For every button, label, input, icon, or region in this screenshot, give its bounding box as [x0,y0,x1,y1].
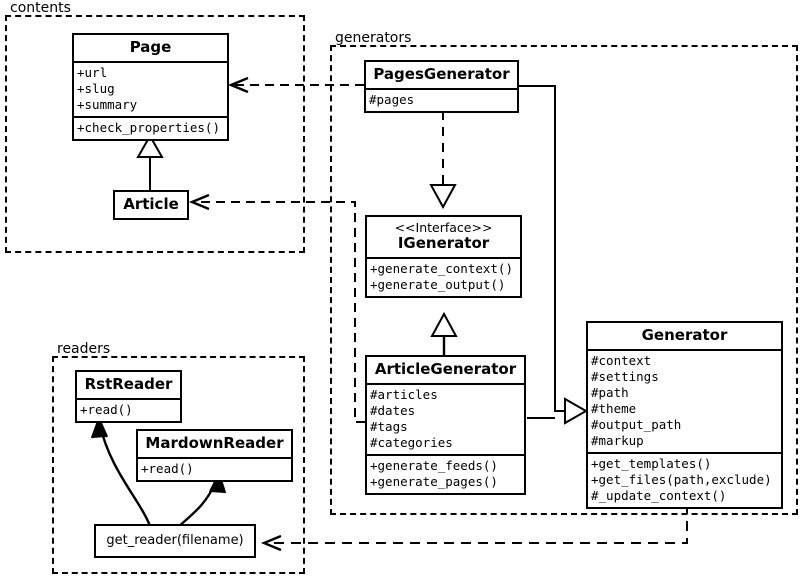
package-contents-label: contents [8,0,73,16]
attribute-row: #output_path [591,417,682,432]
class-igenerator-stereotype: <<Interface>> [394,220,493,235]
method-row: #_update_context() [591,488,727,503]
method-row: +read() [141,461,194,476]
method-row: +generate_feeds() [370,458,498,473]
class-page-methods: +check_properties() [74,116,227,139]
method-row: +generate_output() [370,277,506,292]
class-igenerator-title: IGenerator [397,234,490,252]
method-row: +get_files(path,exclude) [591,472,772,487]
class-mardownreader[interactable]: MardownReader +read() [136,429,293,482]
class-generator-title: Generator [641,326,728,344]
class-generator-methods: +get_templates() +get_files(path,exclude… [588,452,781,507]
method-row: +get_templates() [591,456,712,471]
class-generator-attributes: #context #settings #path #theme #output_… [588,349,781,452]
class-page[interactable]: Page +url +slug +summary +check_properti… [72,33,229,141]
attribute-row: #context [591,353,652,368]
class-articlegenerator-methods: +generate_feeds() +generate_pages() [367,454,524,493]
class-rstreader-title: RstReader [84,375,173,393]
class-mardownreader-methods: +read() [138,457,291,480]
function-get-reader-label: get_reader(filename) [106,533,244,548]
method-row: +read() [80,402,133,417]
attribute-row: #dates [370,403,416,418]
class-article-title: Article [123,195,179,213]
method-row: +check_properties() [77,120,220,135]
method-row: +generate_pages() [370,474,498,489]
class-page-attributes: +url +slug +summary [74,61,227,116]
class-articlegenerator[interactable]: ArticleGenerator #articles #dates #tags … [365,355,526,495]
method-row: +generate_context() [370,261,513,276]
attribute-row: #theme [591,401,637,416]
attribute-row: #tags [370,419,408,434]
class-pagesgenerator[interactable]: PagesGenerator #pages [364,60,519,113]
attribute-row: #articles [370,387,438,402]
attribute-row: #path [591,385,629,400]
attribute-row: #settings [591,369,659,384]
attribute-row: +slug [77,81,115,96]
package-readers-label: readers [55,341,113,357]
function-get-reader[interactable]: get_reader(filename) [94,524,256,558]
package-contents [5,15,305,253]
class-igenerator[interactable]: <<Interface>> IGenerator +generate_conte… [365,215,522,298]
class-article[interactable]: Article [113,190,189,220]
package-readers [52,356,305,574]
class-mardownreader-title: MardownReader [145,434,284,452]
class-page-title: Page [129,38,172,56]
class-rstreader[interactable]: RstReader +read() [75,370,182,423]
attribute-row: #pages [369,92,415,107]
class-pagesgenerator-attributes: #pages [366,88,517,111]
attribute-row: +summary [77,97,138,112]
attribute-row: +url [77,65,108,80]
class-articlegenerator-title: ArticleGenerator [374,360,517,378]
attribute-row: #markup [591,433,644,448]
attribute-row: #categories [370,435,453,450]
class-articlegenerator-attributes: #articles #dates #tags #categories [367,383,524,454]
class-generator[interactable]: Generator #context #settings #path #them… [586,321,783,509]
class-igenerator-methods: +generate_context() +generate_output() [367,257,520,296]
package-generators-label: generators [333,30,414,46]
class-pagesgenerator-title: PagesGenerator [373,65,510,83]
class-rstreader-methods: +read() [77,398,180,421]
